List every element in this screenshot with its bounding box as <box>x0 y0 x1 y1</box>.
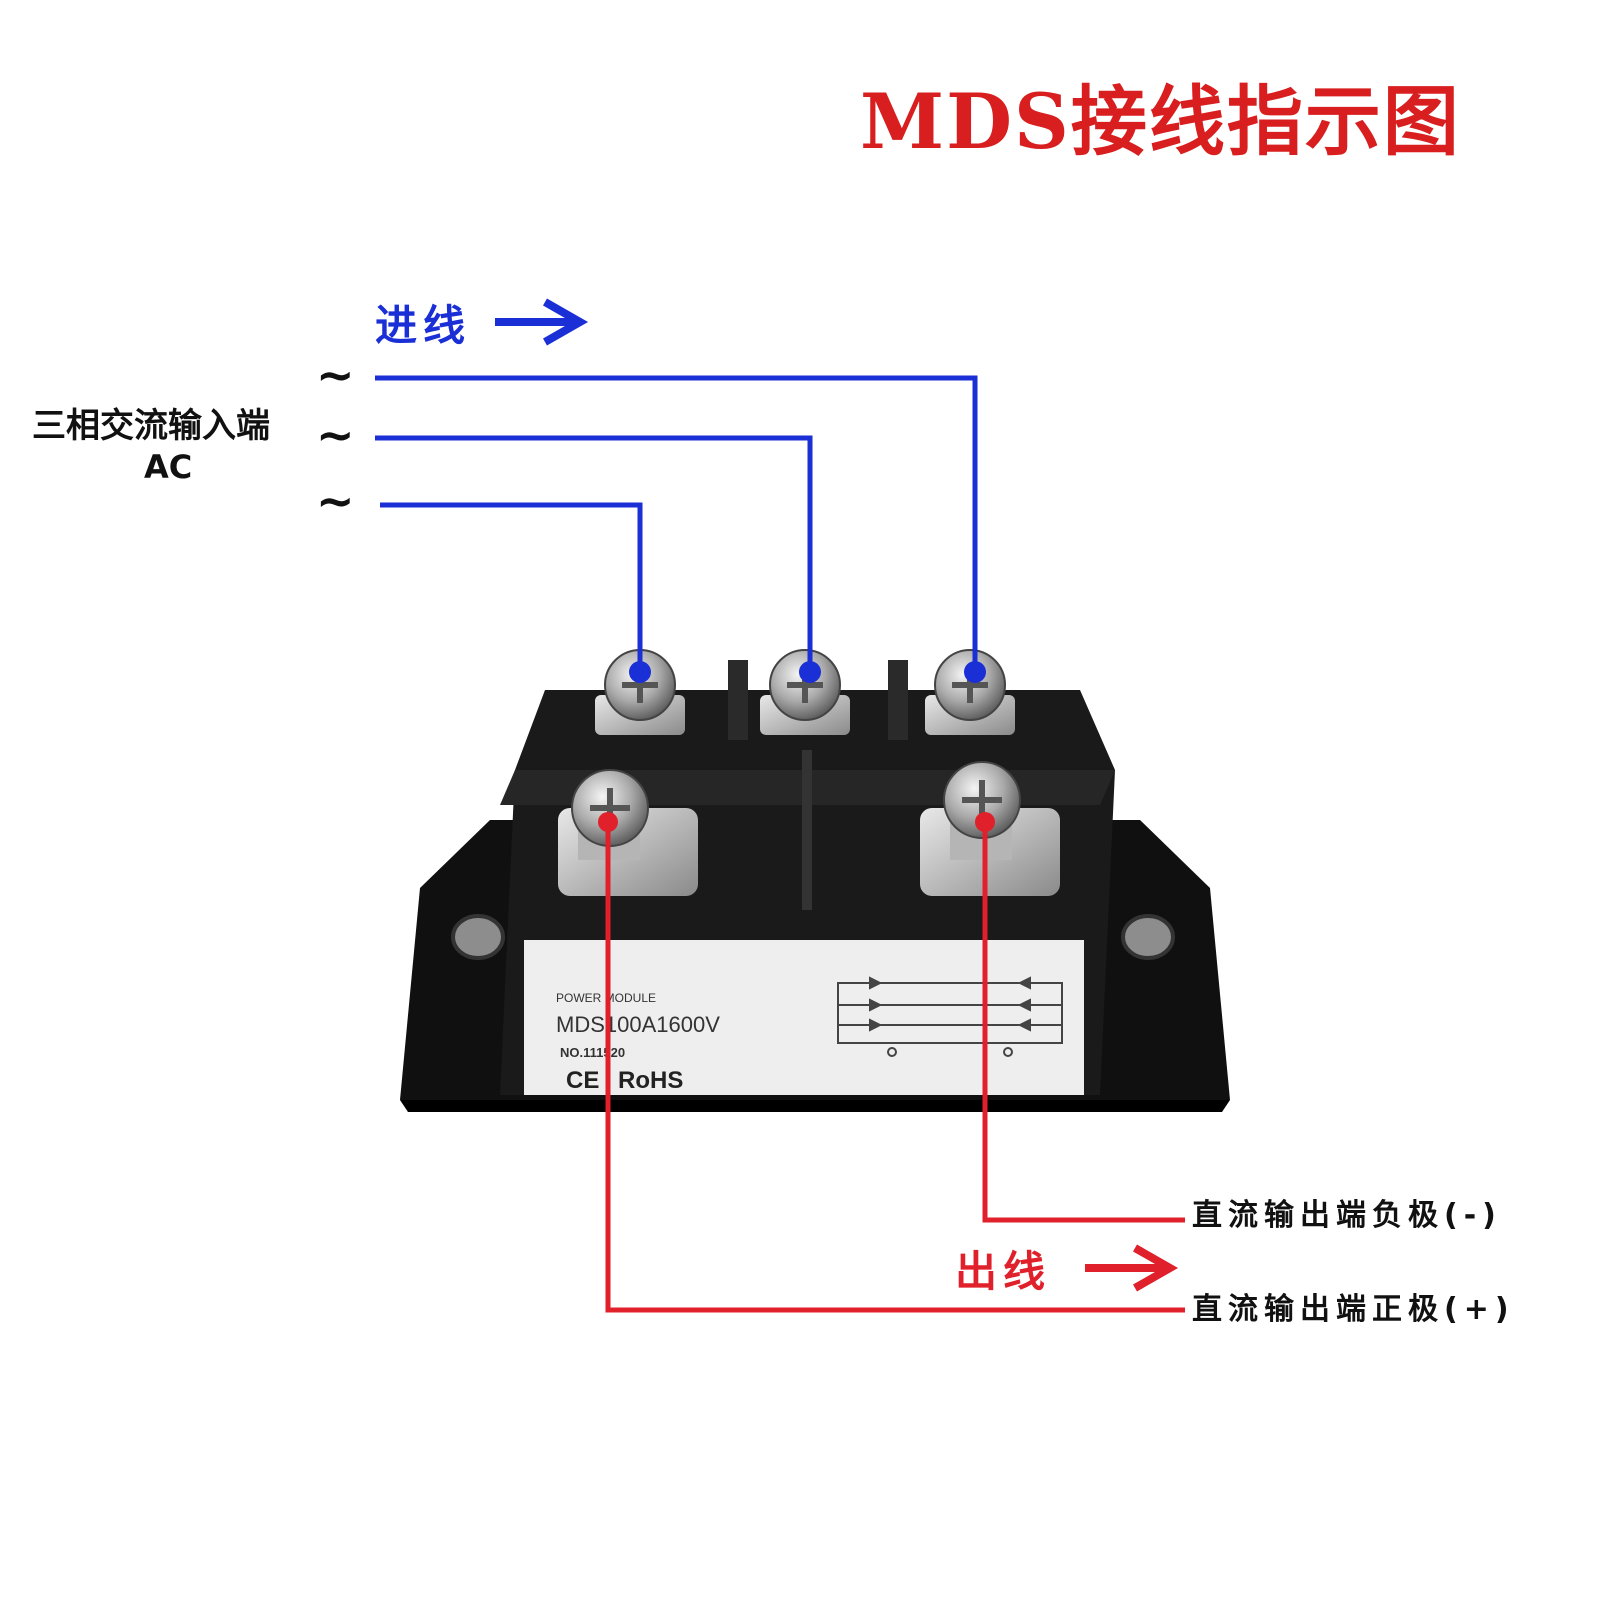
mount-hole-left <box>451 914 505 960</box>
product-label: POWER MODULE MDS100A1600V NO.111520 CE R… <box>524 940 1084 1095</box>
label-model: MDS100A1600V <box>556 1012 720 1037</box>
dc-negative-label: 直流输出端负极(-) <box>1192 1198 1502 1233</box>
tilde-symbol-1: ~ <box>316 348 355 402</box>
input-label: 进线 <box>375 301 472 350</box>
page-title: MDS接线指示图 <box>860 77 1461 166</box>
output-label: 出线 <box>955 1247 1052 1296</box>
input-arrow-icon <box>495 298 589 346</box>
input-dot-2 <box>799 661 821 683</box>
label-serial: NO.111520 <box>560 1045 625 1060</box>
input-terminal-1 <box>595 649 685 735</box>
output-wires <box>605 822 1185 1313</box>
label-ce: CE <box>566 1067 599 1094</box>
input-wire-3 <box>380 502 643 672</box>
input-wires <box>375 375 978 672</box>
tilde-symbol-2: ~ <box>316 408 355 462</box>
output-wire-negative <box>982 822 1185 1223</box>
output-terminal-negative <box>920 761 1060 896</box>
barrier-fin-left <box>728 660 748 740</box>
bridge-schematic <box>837 976 1063 1057</box>
output-dot-positive <box>598 812 618 832</box>
input-dot-3 <box>629 661 651 683</box>
input-wire-1 <box>375 375 978 672</box>
output-terminal-positive <box>558 769 698 896</box>
ac-input-sub: AC <box>144 448 193 486</box>
output-wire-positive <box>605 822 1185 1313</box>
dc-positive-label: 直流输出端正极(+) <box>1192 1292 1515 1327</box>
label-rohs: RoHS <box>618 1067 683 1094</box>
mount-hole-right <box>1121 914 1175 960</box>
input-wire-2 <box>375 435 813 672</box>
input-dot-1 <box>964 661 986 683</box>
output-arrow-icon <box>1085 1244 1179 1292</box>
input-terminal-3 <box>925 649 1015 735</box>
ac-input-text: 三相交流输入端 <box>32 406 270 446</box>
barrier-fin-right <box>888 660 908 740</box>
tilde-symbol-3: ~ <box>316 474 355 528</box>
output-dot-negative <box>975 812 995 832</box>
